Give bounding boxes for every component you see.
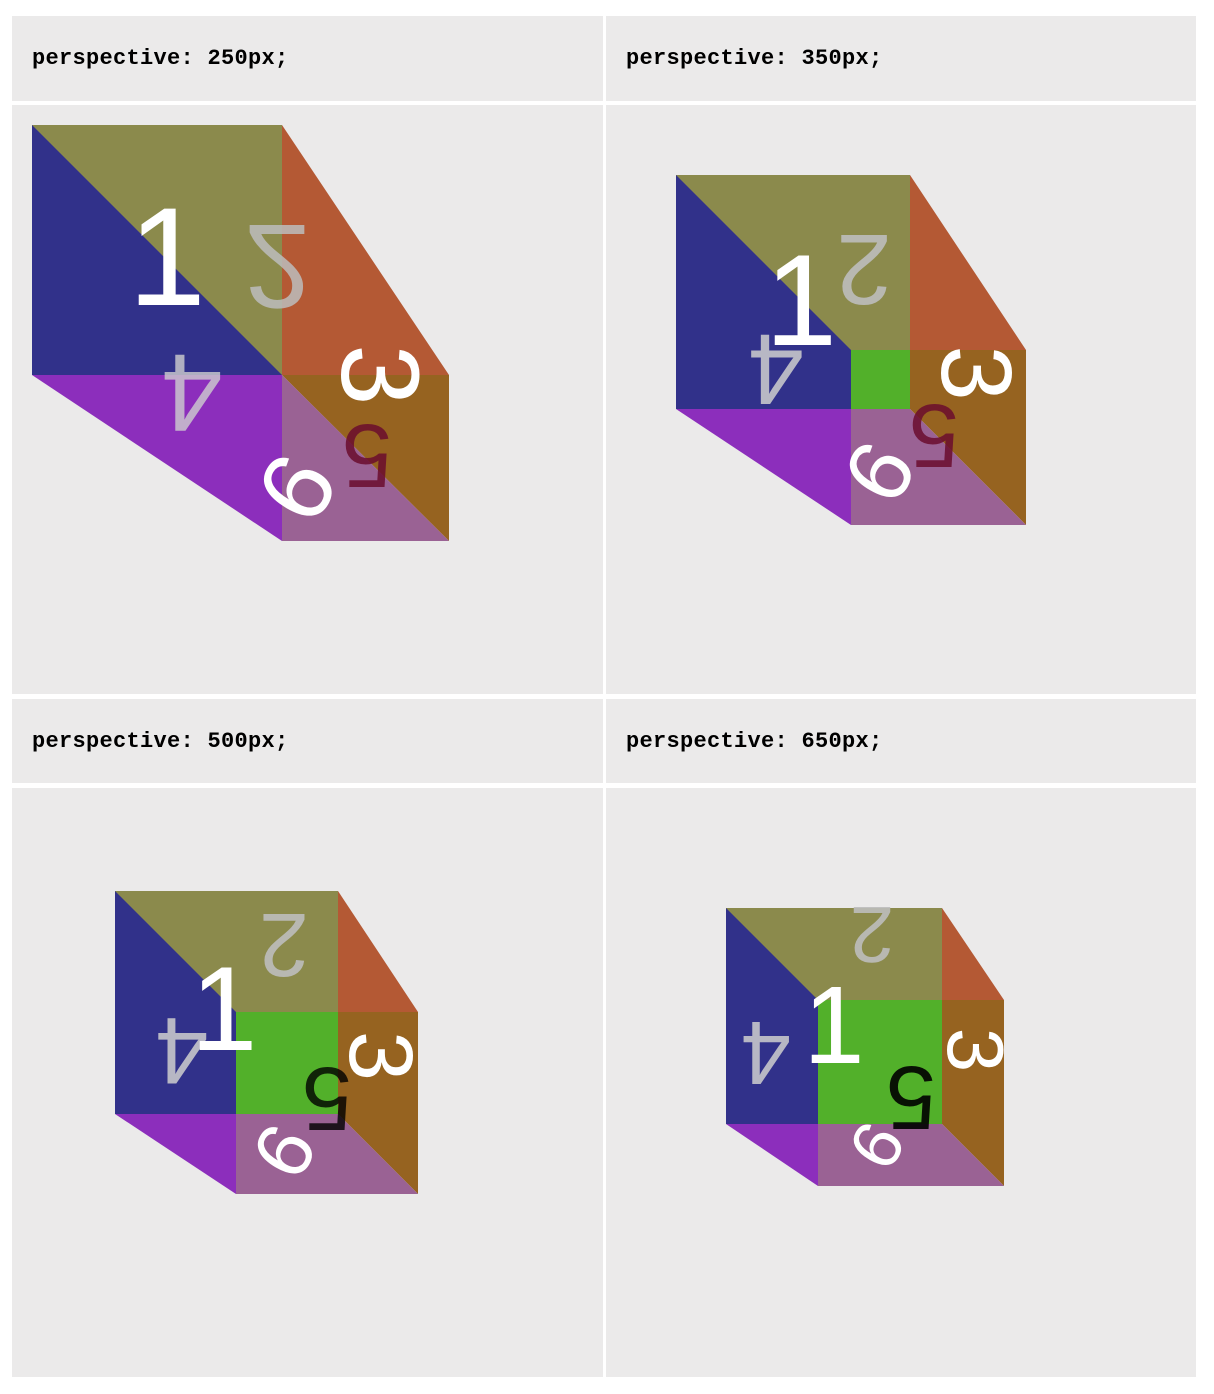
cube-right-lower-face	[338, 1012, 418, 1194]
cube-front-face	[236, 1012, 338, 1114]
cube-left-face	[676, 175, 851, 409]
face-label-5: 5	[909, 385, 959, 485]
panel-label: perspective: 650px;	[626, 728, 883, 754]
cube-bottom-front-face	[282, 375, 449, 541]
cube-right-face	[942, 908, 1004, 1000]
face-label-2: 2	[244, 199, 311, 333]
panel-header-650: perspective: 650px;	[606, 699, 1196, 783]
face-label-3: 3	[318, 344, 441, 405]
cube-bottom-face	[32, 375, 282, 541]
face-label-4: 4	[156, 997, 209, 1103]
cube-350: 2 4 5 3 6 1	[676, 175, 1032, 525]
cube-bottom-face	[726, 1124, 818, 1186]
cube-bottom-front-face	[236, 1114, 418, 1194]
panel-header-500: perspective: 500px;	[12, 699, 603, 783]
cube-500: 2 4 5 3 6 1	[115, 891, 430, 1194]
panel-body-650: 2 4 5 3 6 1	[606, 788, 1196, 1377]
face-label-1: 1	[128, 178, 206, 335]
panel-body-350: 2 4 5 3 6 1	[606, 105, 1196, 694]
face-label-5: 5	[342, 405, 392, 505]
cube-250: 2 4 5 3 6 1	[32, 125, 449, 541]
cube-bottom-front-face	[851, 409, 1026, 525]
cube-bottom-front-face	[818, 1124, 1004, 1186]
face-label-2: 2	[836, 213, 892, 325]
face-label-5: 5	[302, 1048, 352, 1148]
face-label-1: 1	[803, 964, 864, 1087]
face-label-3: 3	[931, 1028, 1020, 1073]
cube-front-face	[851, 350, 910, 409]
panel-header-350: perspective: 350px;	[606, 16, 1196, 101]
face-label-4: 4	[741, 1002, 791, 1102]
face-label-2: 2	[259, 894, 309, 994]
cube-650: 2 4 5 3 6 1	[726, 890, 1020, 1186]
face-label-4: 4	[748, 313, 804, 425]
face-label-4: 4	[161, 331, 222, 454]
panel-label: perspective: 250px;	[32, 46, 289, 71]
cube-left-face	[32, 125, 282, 375]
cube-right-lower-face	[910, 350, 1026, 525]
panel-body-500: 2 4 5 3 6 1	[12, 788, 603, 1377]
cube-front-face	[818, 1000, 942, 1124]
cube-bottom-face	[676, 409, 851, 525]
panel-header-250: perspective: 250px;	[12, 16, 603, 101]
cube-right-face	[338, 891, 418, 1012]
face-label-1: 1	[191, 942, 258, 1076]
panel-label: perspective: 350px;	[626, 46, 883, 71]
face-label-5: 5	[886, 1047, 936, 1147]
cube-right-face	[282, 125, 449, 375]
cube-left-face	[115, 891, 236, 1114]
panel-label: perspective: 500px;	[32, 728, 289, 754]
face-label-1: 1	[765, 227, 837, 373]
cube-bottom-face	[115, 1114, 236, 1194]
face-label-3: 3	[920, 345, 1032, 401]
panel-body-250: 2 4 5 3 6 1	[12, 105, 603, 694]
face-label-3: 3	[330, 1031, 430, 1081]
cube-right-face	[910, 175, 1026, 350]
face-label-2: 2	[850, 890, 895, 979]
cube-left-face	[726, 908, 818, 1124]
